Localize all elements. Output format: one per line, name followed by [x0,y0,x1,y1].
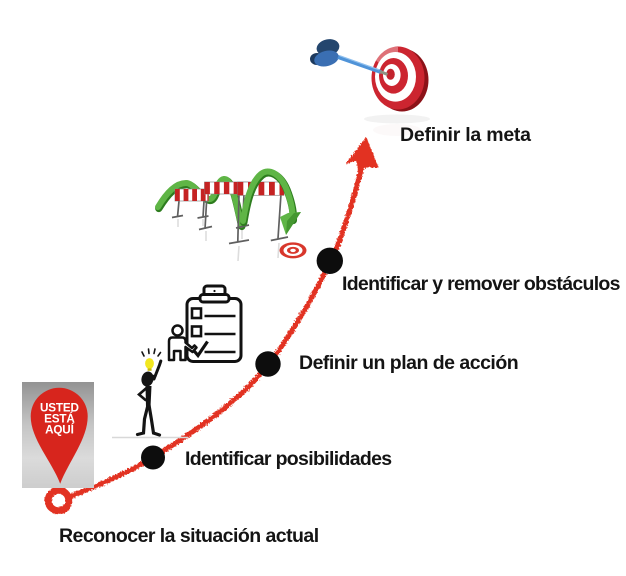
svg-text:ESTÁ: ESTÁ [44,413,75,426]
svg-text:USTED: USTED [39,402,78,415]
svg-text:AQUÍ: AQUÍ [45,424,75,437]
